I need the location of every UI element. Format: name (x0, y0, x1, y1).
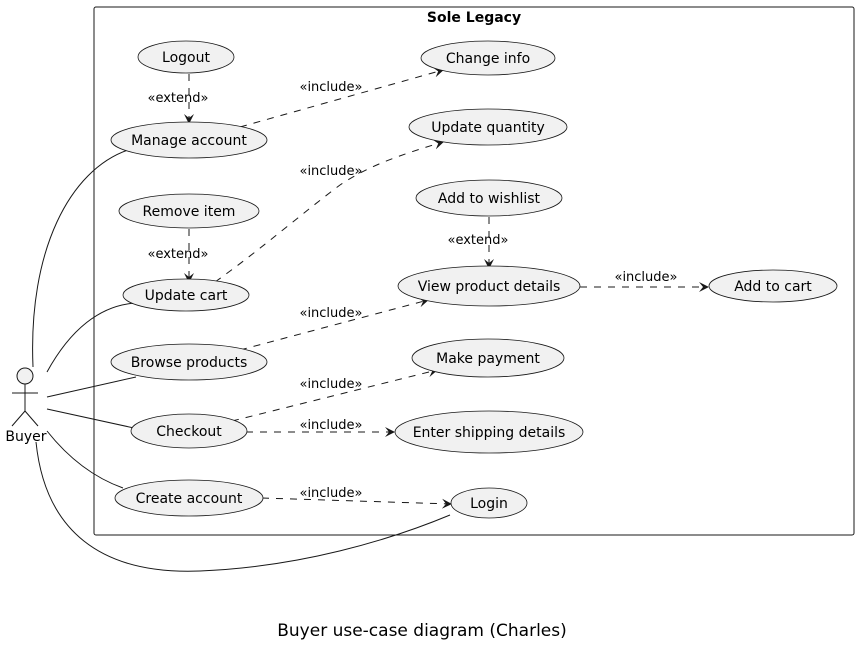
use-case-remove-item-shape (118, 193, 260, 229)
include-browse-view-product (239, 297, 429, 351)
use-case-update-quantity: Update quantity (408, 108, 568, 146)
use-case-login: Login (450, 487, 528, 519)
use-case-manage-account: Manage account (110, 121, 268, 159)
use-case-add-to-wishlist: Add to wishlist (415, 179, 563, 217)
include-label-view-product: «include» (299, 306, 362, 321)
association-login (35, 441, 451, 572)
include-label-update-quantity: «include» (299, 164, 362, 179)
use-case-update-quantity-shape (408, 108, 568, 146)
use-case-add-to-wishlist-shape (415, 179, 563, 217)
use-case-login-shape (450, 487, 528, 519)
use-case-browse-products-label: Browse products (131, 355, 248, 371)
use-case-manage-account-label: Manage account (131, 133, 247, 149)
use-case-login-label: Login (470, 496, 508, 512)
association-checkout (46, 408, 135, 429)
actor-head (16, 367, 34, 385)
include-label-shipping: «include» (299, 418, 362, 433)
use-case-enter-shipping-details-label: Enter shipping details (413, 425, 566, 441)
use-case-view-product-details: View product details (397, 265, 581, 307)
association-manage-account (32, 149, 129, 368)
actor-left-leg (11, 410, 26, 427)
use-case-remove-item-label: Remove item (143, 204, 236, 220)
use-case-change-info-label: Change info (446, 51, 530, 67)
include-label-add-to-cart: «include» (614, 270, 677, 285)
use-case-checkout-label: Checkout (156, 424, 222, 440)
use-case-checkout: Checkout (130, 413, 248, 449)
use-case-create-account-label: Create account (136, 491, 243, 507)
use-case-logout-shape (137, 40, 235, 74)
association-update-cart (46, 302, 137, 373)
use-case-logout: Logout (137, 40, 235, 74)
use-case-checkout-shape (130, 413, 248, 449)
extend-label-logout: «extend» (148, 91, 209, 106)
extend-label-remove-item: «extend» (148, 247, 209, 262)
use-case-change-info-shape (420, 40, 556, 76)
actor-right-leg (24, 410, 39, 427)
use-case-update-cart-shape (122, 278, 250, 312)
include-label-change-info: «include» (299, 80, 362, 95)
system-title: Sole Legacy (427, 10, 521, 26)
use-case-manage-account-shape (110, 121, 268, 159)
use-case-add-to-cart-label: Add to cart (734, 279, 812, 295)
include-label-login: «include» (299, 486, 362, 501)
use-case-add-to-wishlist-label: Add to wishlist (438, 191, 541, 207)
use-case-update-quantity-label: Update quantity (431, 120, 545, 136)
use-case-change-info: Change info (420, 40, 556, 76)
use-case-add-to-cart: Add to cart (708, 269, 838, 303)
extend-label-wishlist: «extend» (448, 233, 509, 248)
actor-label: Buyer (5, 429, 46, 445)
include-update-cart-update-quantity (214, 139, 444, 283)
use-case-enter-shipping-details-shape (394, 410, 584, 454)
use-case-logout-label: Logout (162, 50, 210, 66)
use-case-browse-products-shape (110, 343, 268, 381)
dependencies (184, 67, 709, 509)
use-case-make-payment: Make payment (411, 338, 565, 378)
use-case-add-to-cart-shape (708, 269, 838, 303)
use-case-make-payment-label: Make payment (436, 351, 540, 367)
actor-buyer: Buyer (5, 367, 47, 445)
association-create-account (46, 430, 124, 489)
use-case-update-cart: Update cart (122, 278, 250, 312)
include-label-make-payment: «include» (299, 377, 362, 392)
use-case-enter-shipping-details: Enter shipping details (394, 410, 584, 454)
use-case-browse-products: Browse products (110, 343, 268, 381)
use-case-remove-item: Remove item (118, 193, 260, 229)
use-case-update-cart-label: Update cart (145, 288, 228, 304)
association-browse-products (46, 376, 137, 398)
use-case-create-account: Create account (114, 479, 264, 517)
associations (32, 149, 451, 572)
diagram-caption: Buyer use-case diagram (Charles) (277, 621, 567, 641)
use-case-view-product-details-label: View product details (418, 279, 561, 295)
include-create-account-login (261, 497, 452, 509)
relationship-labels: «extend» «include» «include» «extend» «e… (148, 80, 678, 501)
use-case-create-account-shape (114, 479, 264, 517)
use-case-view-product-details-shape (397, 265, 581, 307)
use-case-make-payment-shape (411, 338, 565, 378)
